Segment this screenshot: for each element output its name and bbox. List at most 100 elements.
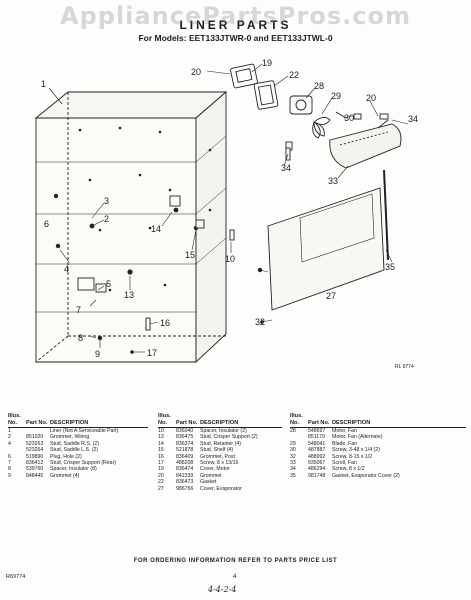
description-cell: Screw, 8-15 x 1/2 [332,453,373,460]
callout-15: 15 [185,250,195,260]
watermark: AppliancePartsPros.com [60,2,411,30]
table-row: 27 986756 Cover, Evaporator [158,486,282,492]
callout-28: 28 [314,81,324,91]
description-cell: Grommet, Post [200,453,235,460]
ordering-note: FOR ORDERING INFORMATION REFER TO PARTS … [133,558,338,564]
table-row: 35 981748 Gasket, Evaporator Cover (2) [290,473,466,479]
description-cell: Stud, Crisper Support (2) [200,434,258,441]
callout-22: 22 [289,70,299,80]
description-cell: Blade, Fan [332,440,358,447]
description-cell: Grommet, Wiring [50,434,90,441]
part-number-cell: 848445 [26,472,44,479]
part-number-cell: 981748 [308,472,326,479]
part-number-cell: 486294 [308,466,326,473]
header-desc: DESCRIPTION [200,419,239,426]
callout-34a: 34 [281,163,291,173]
part-number-cell: 548697 [308,428,326,434]
diagram-code: RL 9774 [395,364,414,370]
callout-29: 29 [331,91,341,101]
part-number-cell: 986756 [176,485,194,492]
callout-27: 27 [326,291,336,301]
callout-32: 32 [255,317,265,327]
part-number-cell: 836473 [176,479,194,486]
illus-cell: 17 [158,460,164,467]
part-number-cell: 487887 [308,447,326,454]
header-desc: DESCRIPTION [50,419,89,426]
illus-cell: 28 [290,428,296,434]
callout-16: 16 [160,318,170,328]
page-title: LINER PARTS [179,18,292,32]
callout-30: 30 [344,113,354,123]
part-number-cell: 488992 [308,453,326,460]
illus-cell: 9 [8,472,11,479]
part-number-cell: 836475 [176,434,194,441]
callout-2: 2 [104,214,109,224]
part-number-cell: 836412 [26,460,44,467]
part-number-cell: 521878 [176,447,194,454]
page-number: 4 [233,574,237,580]
part-number-cell: 836409 [176,453,194,460]
illus-cell: 19 [158,466,164,473]
part-number-cell: 523263 [26,440,44,447]
description-cell: Spacer, Insulator (8) [50,466,97,473]
illus-cell: 34 [290,466,296,473]
illus-cell: 32 [290,453,296,460]
model-line: For Models: EET133JTWR-0 and EET133JTWL-… [138,33,333,43]
callout-10: 10 [225,254,235,264]
description-cell: Stud, Shelf (4) [200,447,234,454]
description-cell: Cover, Evaporator [200,485,242,492]
handwritten-mark: 4-4-2-4 [208,585,237,594]
illus-cell: 27 [158,485,164,492]
callout-5: 5 [106,279,111,289]
callout-35: 35 [385,262,395,272]
illus-cell: 29 [290,440,296,447]
description-cell: Motor, Fan [332,428,357,434]
illus-cell: 6 [8,453,11,460]
document-number: R69774 [6,574,26,580]
part-number-cell: 851020 [26,434,44,441]
description-cell: Gasket, Evaporator Cover (2) [332,472,400,479]
header-part: Part No. [308,419,330,426]
illus-cell: 35 [290,472,296,479]
fan-motor-illustration [289,95,347,139]
callout-33: 33 [328,176,338,186]
description-cell: Liner (Not A Serviceable Part) [50,428,119,434]
callout-7: 7 [76,305,81,315]
callout-17: 17 [147,348,157,358]
illus-cell: 14 [158,440,164,447]
part-number-cell: 836374 [176,440,194,447]
header-part: Part No. [26,419,48,426]
description-cell: Stud, Crisper Support (Rear) [50,460,117,467]
table-row: 1 Liner (Not A Serviceable Part) [8,428,148,434]
part-number-cell: 488208 [176,460,194,467]
description-cell: Stud, Saddle R.S. (2) [50,440,100,447]
part-number-cell: 519890 [26,453,44,460]
illus-cell: 8 [8,466,11,473]
callout-6: 6 [44,219,49,229]
illus-cell: 1 [8,428,11,434]
description-cell: Stud, Saddle L.S. (2) [50,447,99,454]
illus-cell: 30 [290,447,296,454]
callout-20b: 20 [366,93,376,103]
illus-cell: 10 [158,428,164,434]
illus-cell: 22 [158,479,164,486]
part-number-cell: 842339 [176,472,194,479]
